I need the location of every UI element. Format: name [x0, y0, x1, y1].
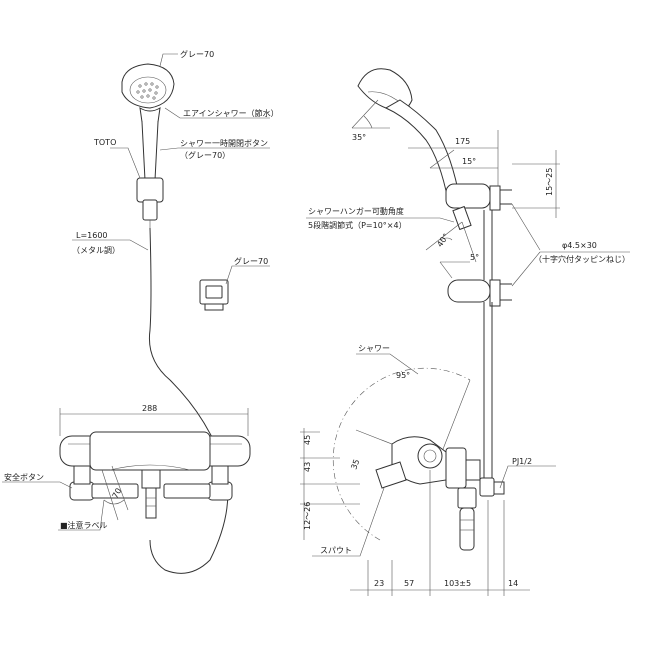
d5deg-dimension: 5°: [470, 253, 479, 262]
d43-dimension: 43: [303, 462, 312, 472]
hook-part: [199, 279, 229, 311]
shower-head-side: [357, 68, 512, 440]
hanger-steps-label: 5段階調節式（P=10°×4）: [308, 220, 407, 230]
d45-dimension: 45: [303, 435, 312, 445]
eco-shower-label: エアインシャワー（節水）: [183, 108, 279, 118]
d35-dimension: 35: [349, 458, 361, 471]
screw-type-label: （十字穴付タッピンねじ）: [534, 254, 630, 264]
d95deg-dimension: 95°: [396, 371, 410, 380]
pipe-thread-label: PJ1/2: [512, 457, 532, 466]
screw-label: φ4.5×30: [562, 241, 597, 250]
d23-dimension: 23: [374, 579, 384, 588]
d15deg-dimension: 15°: [462, 157, 476, 166]
shower-label: シャワー: [358, 344, 390, 353]
d103-dimension: 103±5: [444, 579, 471, 588]
d57-dimension: 57: [404, 579, 414, 588]
d40deg-dimension: 40°: [435, 232, 451, 249]
d12-26-dimension: 12～26: [303, 502, 312, 530]
spout-label: スパウト: [320, 546, 352, 555]
body-width-dimension: 288: [142, 404, 157, 413]
shower-head-front: [121, 63, 175, 228]
hanger-angle-label: シャワーハンガー可動角度: [308, 206, 404, 216]
toto-label: TOTO: [93, 138, 116, 147]
mixer-front-view: [59, 431, 251, 521]
head-angle-dimension: 35°: [352, 133, 366, 142]
safety-button-label: 安全ボタン: [4, 472, 44, 482]
mixer-side-view: 95°: [332, 367, 505, 551]
caution-label: ■注意ラベル: [60, 520, 108, 530]
gray70-top-label: グレー70: [180, 49, 214, 59]
d15-25-dimension: 15～25: [545, 168, 554, 196]
pause-button-color-label: （グレー70）: [180, 150, 230, 160]
gray70-hook-label: グレー70: [234, 256, 268, 266]
valve-angle-dimension: 70: [111, 487, 124, 500]
hose-type-label: （メタル調）: [72, 245, 120, 255]
pause-button-label: シャワー一時開閉ボタン: [180, 139, 268, 148]
d175-dimension: 175: [455, 137, 470, 146]
hose-length-label: L=1600: [76, 231, 108, 240]
d14-dimension: 14: [508, 579, 518, 588]
